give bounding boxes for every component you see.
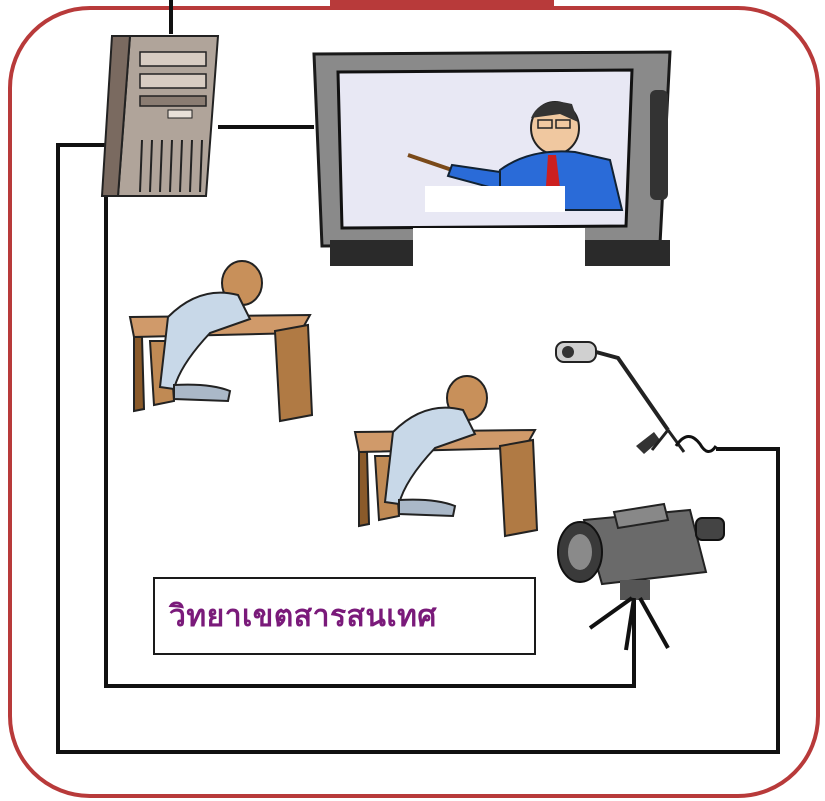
wires: [56, 0, 780, 754]
computer-tower-icon: [100, 35, 220, 197]
student-at-desk-icon: [353, 375, 539, 538]
student-at-desk-icon: [128, 260, 314, 423]
microphone-icon: [555, 341, 718, 454]
wire-outer-loop: [56, 143, 780, 754]
teacher-icon: [407, 101, 624, 212]
wire-inner-loop: [104, 195, 636, 688]
campus-label: วิทยาเขตสารสนเทศ: [169, 598, 437, 634]
television-icon: [312, 50, 672, 272]
frame-top-accent: [330, 0, 554, 8]
video-camera-icon: [557, 502, 725, 651]
campus-label-box: วิทยาเขตสารสนเทศ: [153, 577, 536, 655]
